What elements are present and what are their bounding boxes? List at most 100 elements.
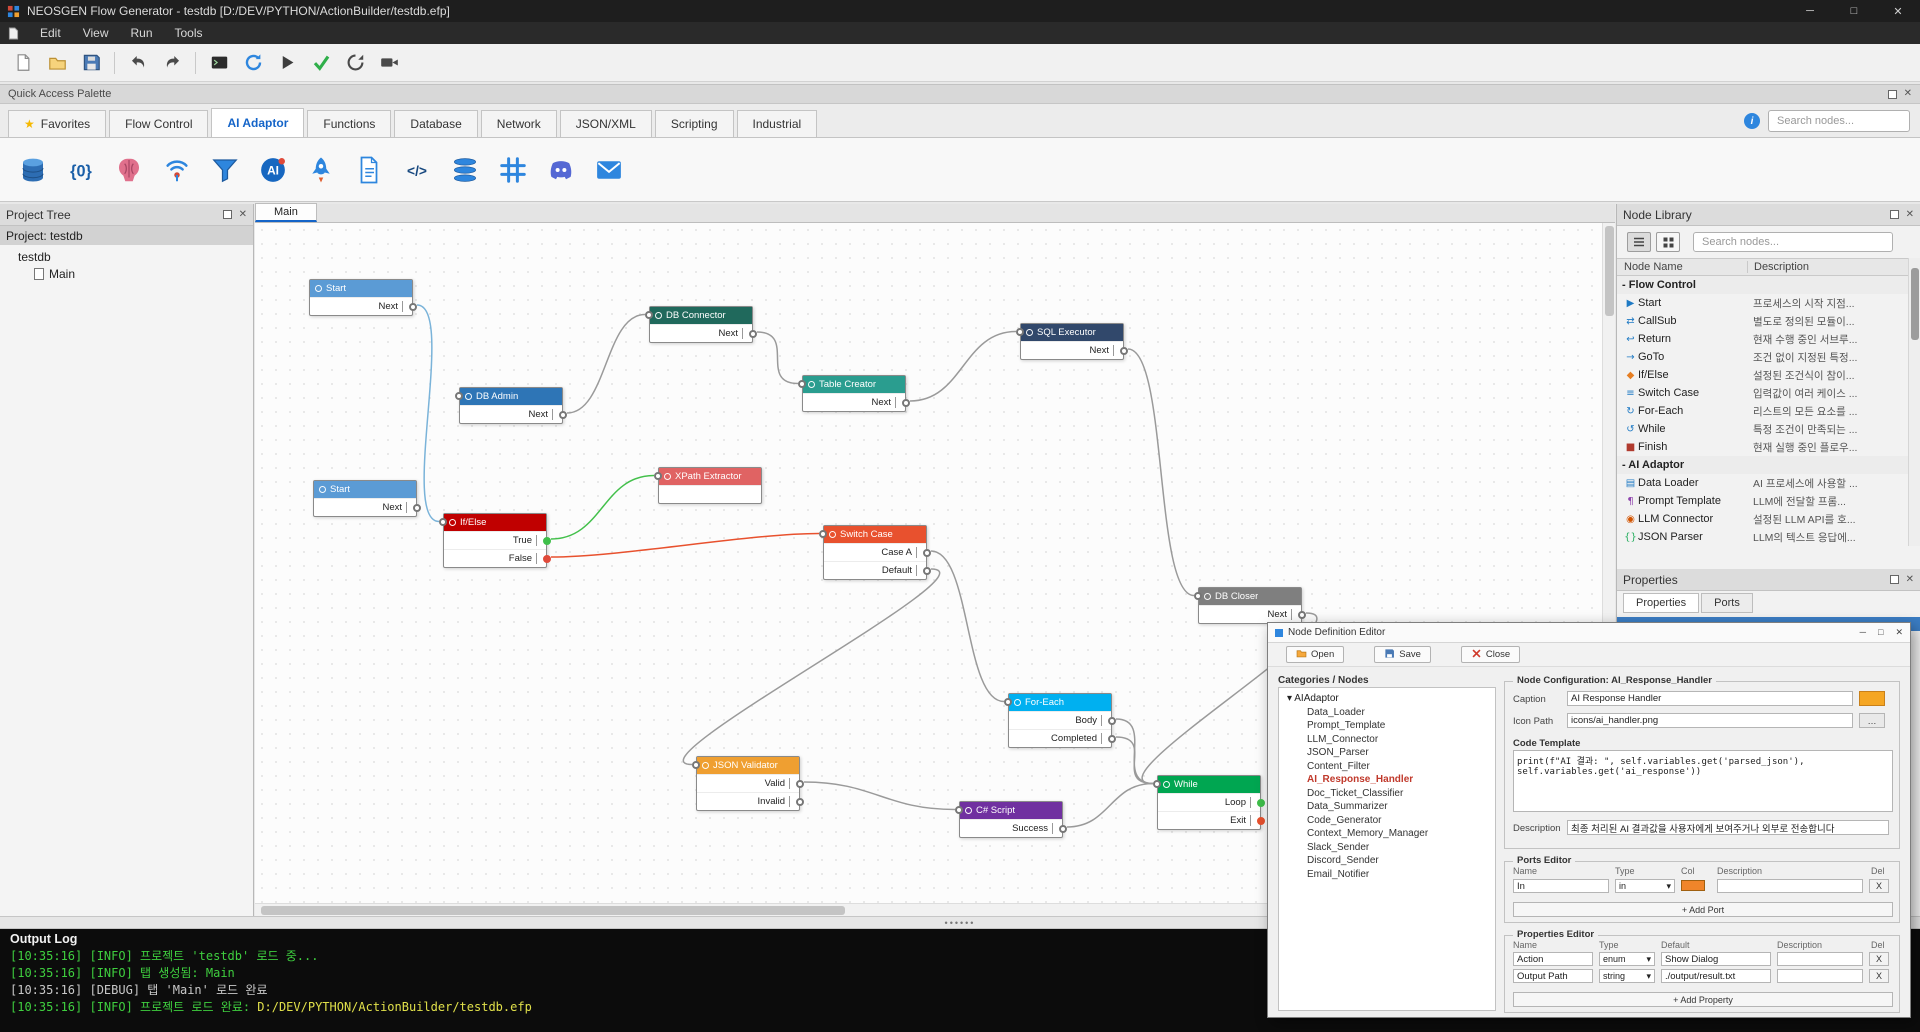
property-description-input[interactable]	[1777, 952, 1863, 966]
input-port[interactable]	[455, 392, 463, 400]
description-input[interactable]	[1567, 820, 1889, 835]
delete-property-button[interactable]: X	[1869, 952, 1889, 966]
port-type-select[interactable]: in▾	[1615, 879, 1675, 893]
scrollbar-thumb[interactable]	[261, 906, 845, 915]
port-color-swatch[interactable]	[1681, 880, 1705, 891]
input-port[interactable]	[1004, 698, 1012, 706]
palette-tab-json-xml[interactable]: JSON/XML	[559, 110, 652, 137]
tree-item-data-loader[interactable]: Data_Loader	[1307, 706, 1365, 718]
node-header[interactable]: DB Closer	[1194, 588, 1301, 605]
connection-wire[interactable]	[930, 550, 1005, 703]
input-port[interactable]	[798, 380, 806, 388]
dock-icon[interactable]	[222, 210, 232, 219]
maximize-button[interactable]: □	[1850, 5, 1858, 17]
icon-path-input[interactable]	[1567, 713, 1853, 728]
tree-item-ai-response-handler[interactable]: AI_Response_Handler	[1307, 774, 1414, 785]
open-button[interactable]: Open	[1286, 646, 1345, 663]
palette-tab-network[interactable]: Network	[480, 110, 557, 137]
property-type-select[interactable]: enum▾	[1599, 952, 1655, 966]
connection-wire[interactable]	[803, 781, 956, 811]
column-description[interactable]: Description	[1747, 261, 1909, 273]
close-panel-icon[interactable]: ✕	[238, 208, 247, 220]
output-port[interactable]	[1257, 817, 1265, 825]
canvas-horizontal-scrollbar[interactable]	[255, 903, 1602, 916]
input-port[interactable]	[1194, 592, 1202, 600]
delete-property-button[interactable]: X	[1869, 969, 1889, 983]
property-default-input[interactable]	[1661, 952, 1771, 966]
console-icon[interactable]	[204, 48, 234, 78]
db-stack-icon[interactable]	[446, 151, 484, 189]
output-port[interactable]	[559, 411, 567, 419]
titlebar[interactable]: NEOSGEN Flow Generator - testdb [D:/DEV/…	[0, 0, 1920, 22]
signal-icon[interactable]	[158, 151, 196, 189]
code-icon[interactable]: </>	[398, 151, 436, 189]
code-template-textarea[interactable]: print(f"AI 결과: ", self.variables.get('pa…	[1513, 750, 1893, 812]
redo-icon[interactable]	[157, 48, 187, 78]
brain-icon[interactable]	[110, 151, 148, 189]
tree-item-discord-sender[interactable]: Discord_Sender	[1307, 855, 1379, 866]
caption-input[interactable]	[1567, 691, 1853, 706]
tab-properties[interactable]: Properties	[1623, 593, 1700, 613]
node-header[interactable]: If/Else	[439, 514, 546, 531]
file-menu-icon[interactable]	[8, 27, 19, 40]
caption-color-button[interactable]	[1859, 691, 1885, 706]
dialog-titlebar[interactable]: Node Definition Editor ─ □ ✕	[1268, 623, 1910, 643]
dock-icon[interactable]	[1889, 575, 1899, 584]
menu-run[interactable]: Run	[130, 26, 153, 40]
library-section-flow-control[interactable]: - Flow Control	[1617, 276, 1909, 294]
dialog-minimize-button[interactable]: ─	[1859, 627, 1867, 637]
connection-wire[interactable]	[756, 331, 799, 385]
property-name-input[interactable]	[1513, 952, 1593, 966]
palette-tab-scripting[interactable]: Scripting	[654, 110, 734, 137]
palette-tab-ai-adaptor[interactable]: AI Adaptor	[211, 108, 305, 137]
menu-view[interactable]: View	[82, 26, 109, 40]
palette-tab-favorites[interactable]: ★Favorites	[8, 110, 107, 137]
output-port[interactable]	[409, 303, 417, 311]
palette-tab-industrial[interactable]: Industrial	[736, 110, 818, 137]
tree-item-content-filter[interactable]: Content_Filter	[1307, 760, 1370, 772]
add-property-button[interactable]: + Add Property	[1513, 992, 1893, 1007]
property-default-input[interactable]	[1661, 969, 1771, 983]
discord-icon[interactable]	[542, 151, 580, 189]
reload-icon[interactable]	[340, 48, 370, 78]
port-name-input[interactable]	[1513, 879, 1609, 893]
connection-wire[interactable]	[1127, 348, 1195, 597]
info-icon[interactable]: i	[1744, 113, 1760, 129]
tree-category-aiadaptor[interactable]: ▾ AIAdaptor	[1287, 693, 1339, 704]
list-view-button[interactable]	[1627, 232, 1651, 252]
property-description-input[interactable]	[1777, 969, 1863, 983]
document-icon[interactable]	[350, 151, 388, 189]
refresh-icon[interactable]	[238, 48, 268, 78]
input-port[interactable]	[439, 518, 447, 526]
node-header[interactable]: JSON Validator	[692, 757, 799, 774]
new-file-icon[interactable]	[8, 48, 38, 78]
tree-item-email-notifier[interactable]: Email_Notifier	[1307, 868, 1370, 880]
node-header[interactable]: While	[1153, 776, 1260, 793]
palette-tab-functions[interactable]: Functions	[307, 110, 392, 137]
validate-icon[interactable]	[306, 48, 336, 78]
dock-icon[interactable]	[1889, 210, 1899, 219]
filter-icon[interactable]	[206, 151, 244, 189]
tree-item-llm-connector[interactable]: LLM_Connector	[1307, 733, 1379, 745]
connection-wire[interactable]	[550, 474, 655, 540]
palette-search-input[interactable]	[1768, 110, 1910, 132]
tree-item-json-parser[interactable]: JSON_Parser	[1307, 747, 1369, 758]
node-header[interactable]: C# Script	[955, 802, 1062, 819]
output-port[interactable]	[413, 504, 421, 512]
scrollbar-thumb[interactable]	[1911, 268, 1919, 340]
output-port[interactable]	[796, 780, 804, 788]
output-port[interactable]	[543, 537, 551, 545]
capture-icon[interactable]	[374, 48, 404, 78]
